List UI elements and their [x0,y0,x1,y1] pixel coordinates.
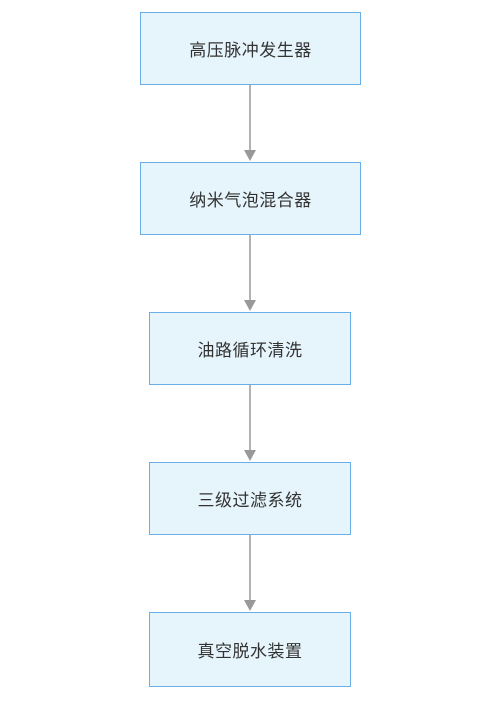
node-label: 真空脱水装置 [197,642,303,662]
node-label: 三级过滤系统 [197,491,303,511]
node-oil-circuit-cleaning: 油路循环清洗 [149,312,351,385]
node-high-voltage-pulse-generator: 高压脉冲发生器 [140,12,361,85]
edge-n3-n4 [244,385,256,461]
node-vacuum-dehydrator: 真空脱水装置 [149,612,351,687]
edge-n4-n5 [244,535,256,611]
edge-n2-n3 [244,235,256,311]
node-label: 纳米气泡混合器 [189,191,312,211]
node-label: 高压脉冲发生器 [189,41,312,61]
edge-n1-n2 [244,85,256,161]
node-label: 油路循环清洗 [197,341,303,361]
node-nano-bubble-mixer: 纳米气泡混合器 [140,162,361,235]
node-three-stage-filter: 三级过滤系统 [149,462,351,535]
